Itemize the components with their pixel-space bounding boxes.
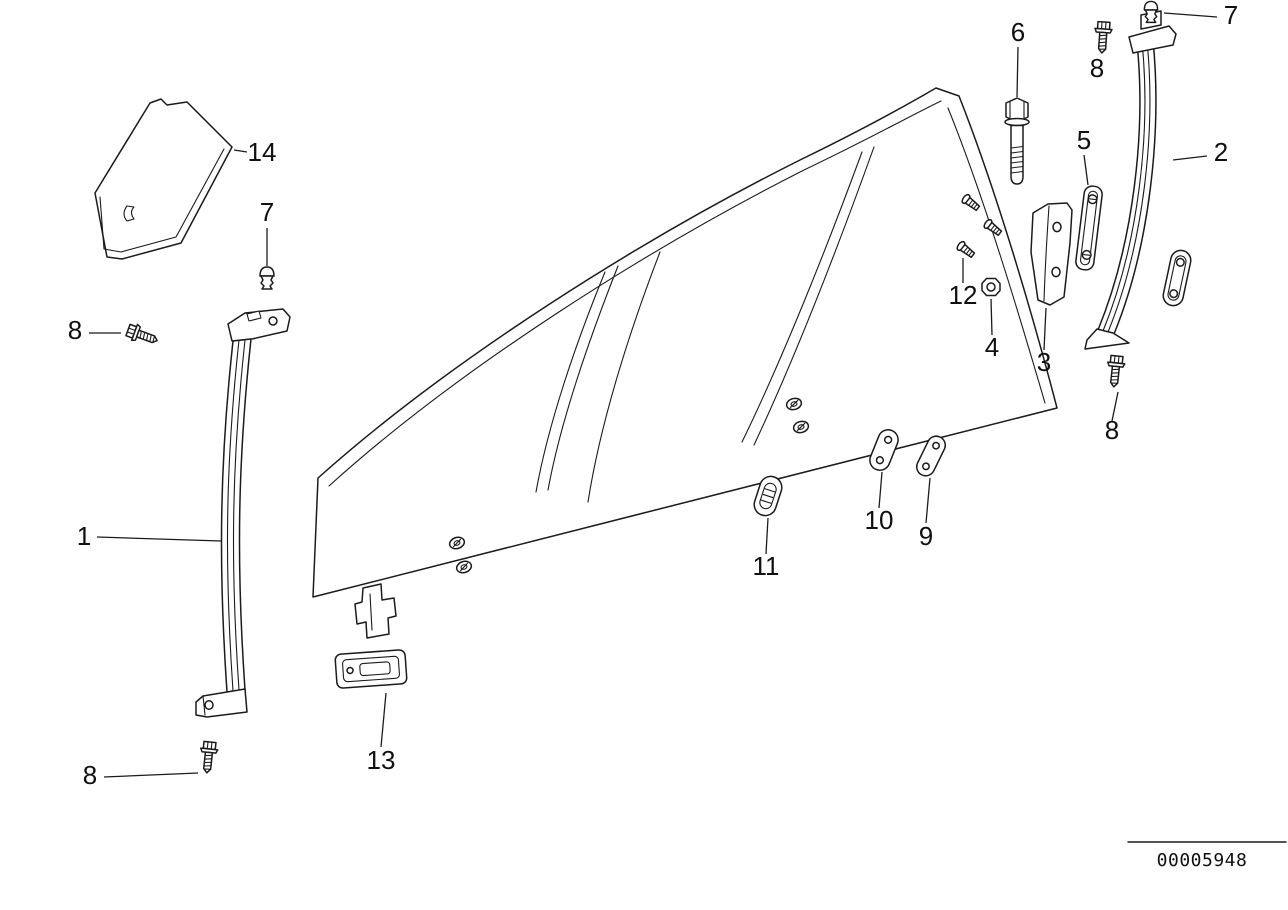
part-4-nut bbox=[981, 277, 1001, 297]
glass-reflection-line bbox=[547, 265, 619, 491]
callout-8-rear-lower[interactable]: 8 bbox=[1105, 415, 1119, 445]
callout-14[interactable]: 14 bbox=[248, 137, 277, 167]
callout-8-front-lower[interactable]: 8 bbox=[83, 760, 97, 790]
part-3-bracket bbox=[1030, 202, 1073, 306]
callout-6[interactable]: 6 bbox=[1011, 17, 1025, 47]
window-glass bbox=[312, 87, 1058, 598]
callout-4[interactable]: 4 bbox=[985, 332, 999, 362]
rail-spacer-plate bbox=[1162, 249, 1192, 307]
part-14-cover-panel bbox=[94, 98, 233, 260]
panel-hook-detail bbox=[123, 205, 135, 222]
callout-11[interactable]: 11 bbox=[753, 551, 780, 581]
part-2-guide-rail-rear bbox=[1084, 10, 1192, 350]
rail-foot bbox=[1084, 328, 1130, 350]
part-9-link bbox=[915, 435, 947, 477]
callout-8-front-upper[interactable]: 8 bbox=[68, 315, 82, 345]
callout-3[interactable]: 3 bbox=[1037, 347, 1051, 377]
part-1-guide-rail-front bbox=[195, 308, 291, 718]
part-13-bottom-bracket bbox=[334, 583, 408, 689]
callout-12[interactable]: 12 bbox=[949, 280, 978, 310]
callout-2[interactable]: 2 bbox=[1214, 137, 1228, 167]
part-6-bolt bbox=[1004, 97, 1030, 185]
part-8-screw-front-lower bbox=[197, 740, 220, 775]
callout-1[interactable]: 1 bbox=[77, 521, 91, 551]
glass-reflection-line bbox=[535, 271, 606, 493]
part-5-hinge-plate bbox=[1075, 185, 1103, 271]
part-8-screw-rear-upper bbox=[1092, 20, 1114, 55]
callout-9[interactable]: 9 bbox=[919, 521, 933, 551]
callout-5[interactable]: 5 bbox=[1077, 125, 1091, 155]
callout-13[interactable]: 13 bbox=[367, 745, 396, 775]
glass-reflection-line bbox=[587, 251, 661, 503]
part-11-grommet bbox=[753, 475, 783, 517]
document-number: 00005948 bbox=[1157, 850, 1248, 871]
part-10-link-plate bbox=[869, 429, 899, 471]
callout-8-rear-upper[interactable]: 8 bbox=[1090, 53, 1104, 83]
leader-lines bbox=[89, 12, 1218, 778]
callout-7-front[interactable]: 7 bbox=[260, 197, 274, 227]
callout-10[interactable]: 10 bbox=[865, 505, 894, 535]
part-7-clip-front bbox=[259, 266, 275, 290]
part-8-screw-front-upper bbox=[124, 321, 161, 350]
part-8-screw-rear-lower bbox=[1104, 354, 1127, 389]
glass-reflection-line bbox=[753, 146, 875, 446]
rail-foot bbox=[195, 688, 248, 718]
glass-reflection-line bbox=[741, 151, 863, 443]
glass-fastener-hole bbox=[454, 558, 474, 576]
rail-top-cap bbox=[1128, 25, 1177, 54]
glass-bottom-clip bbox=[354, 583, 397, 639]
footer: 00005948 bbox=[1127, 841, 1287, 871]
callout-7-rear[interactable]: 7 bbox=[1224, 0, 1238, 30]
